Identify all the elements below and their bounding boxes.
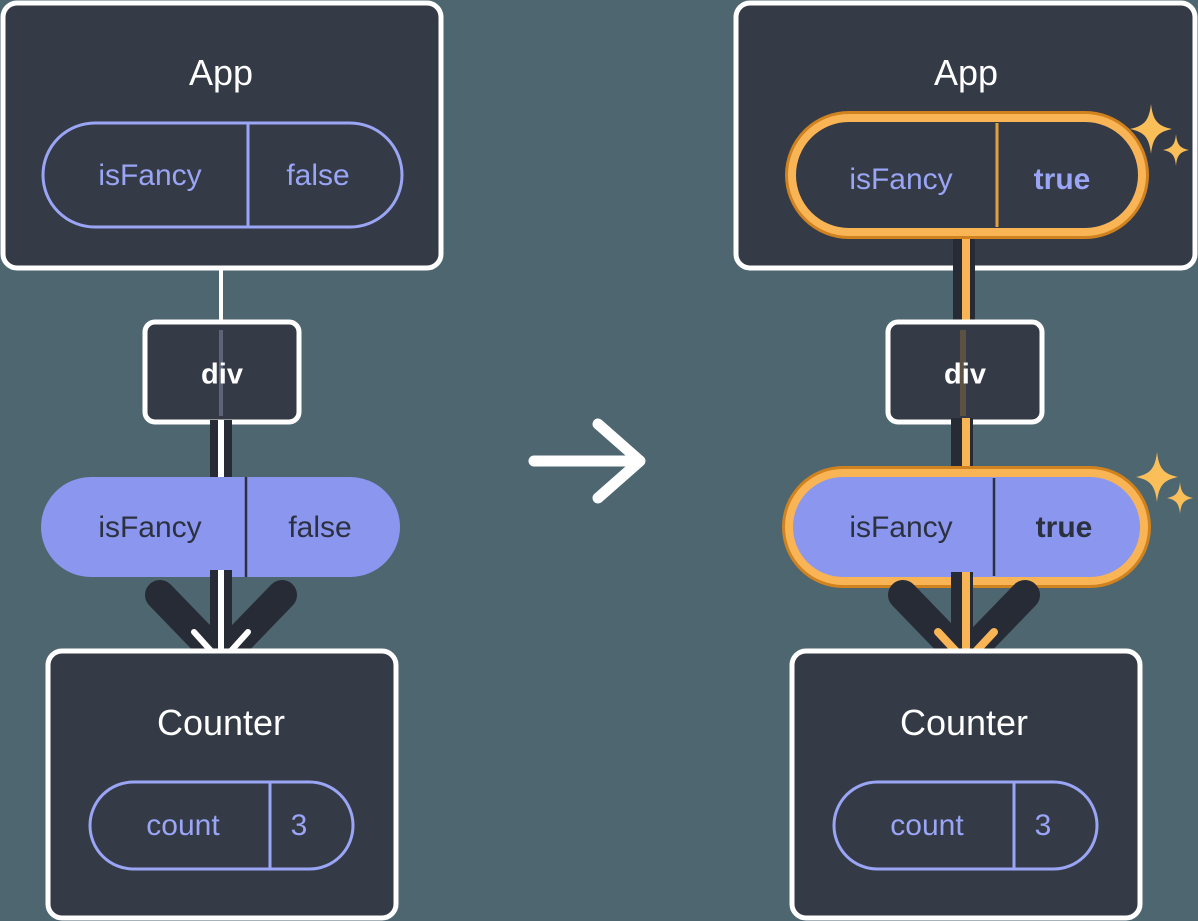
pill-highlight-inner-ring — [788, 114, 1146, 236]
sparkle-small — [1167, 482, 1193, 514]
after-group — [733, 0, 1198, 921]
pill-prop-right[interactable] — [782, 466, 1151, 588]
before-group — [0, 0, 444, 921]
pill-outline — [88, 780, 355, 871]
pill-counter-state-left[interactable] — [88, 780, 355, 871]
node-app-left[interactable] — [0, 0, 444, 271]
pill-app-state-right[interactable] — [785, 111, 1149, 239]
node-counter-right[interactable] — [789, 648, 1143, 921]
transition-arrow — [528, 418, 646, 504]
sparkle-large — [1130, 104, 1172, 154]
pill-outline — [41, 121, 404, 229]
pill-counter-state-right[interactable] — [832, 780, 1099, 871]
pill-outline — [832, 780, 1099, 871]
pill-body — [41, 477, 400, 577]
pill-app-state-left[interactable] — [41, 121, 404, 229]
pill-prop-left[interactable] — [41, 477, 400, 577]
right-arrow-head — [592, 418, 646, 504]
node-counter-left[interactable] — [45, 648, 399, 921]
sparkle-large — [1136, 452, 1178, 502]
sparkle-icon-prop — [1136, 452, 1193, 514]
sparkle-small — [1163, 134, 1189, 166]
pill-body — [785, 469, 1148, 585]
sparkle-icon-app — [1130, 104, 1189, 166]
